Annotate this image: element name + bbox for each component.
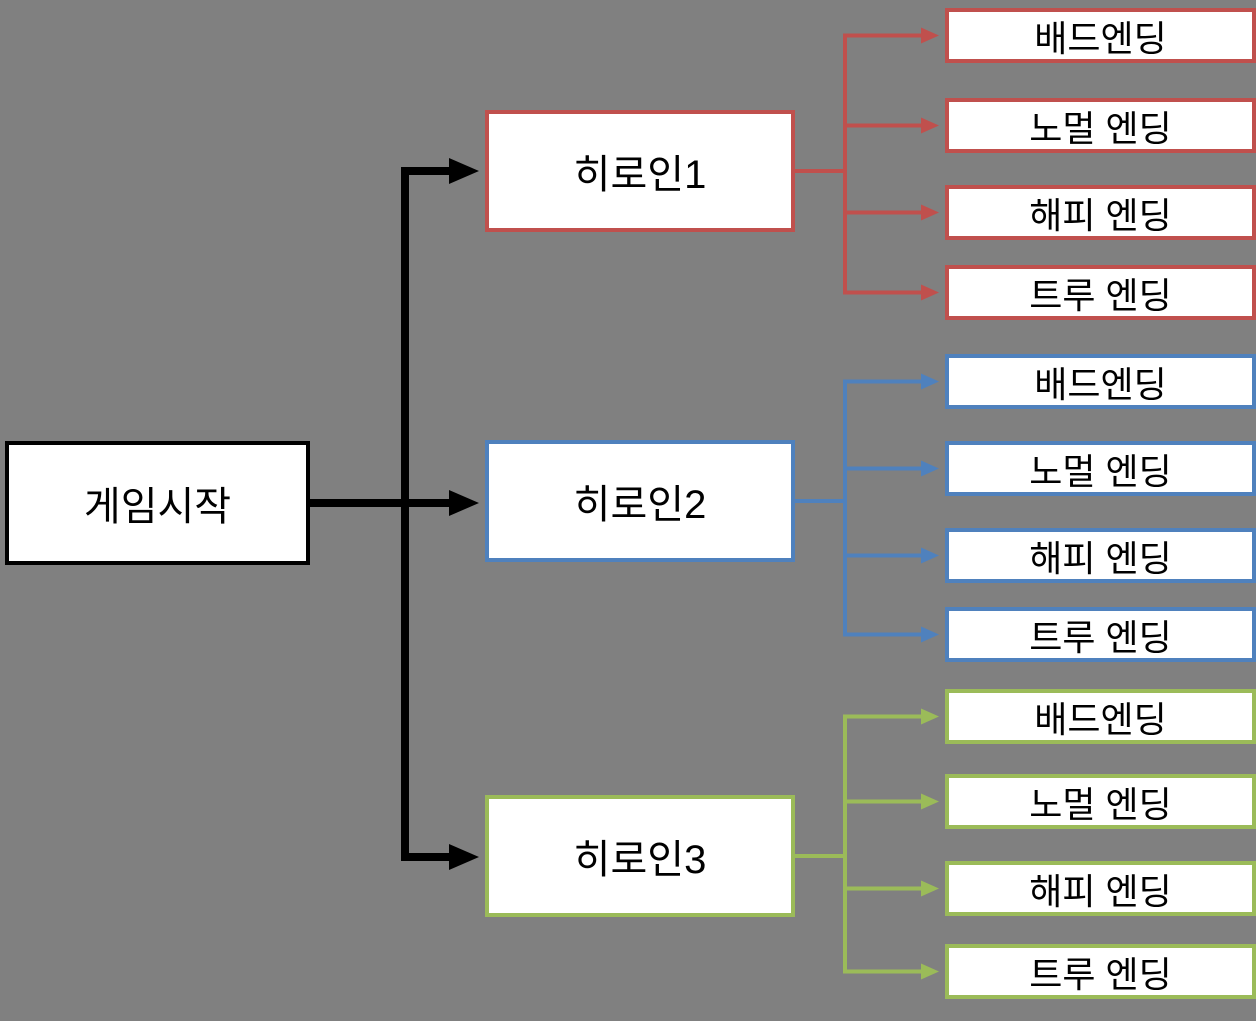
ending-label: 배드엔딩 xyxy=(1034,17,1167,59)
heroine-1-node: 히로인1 xyxy=(485,110,795,232)
heroine-3-node: 히로인3 xyxy=(485,795,795,917)
heroine-1-ending-bad: 배드엔딩 xyxy=(945,8,1256,63)
heroine-2-ending-bad: 배드엔딩 xyxy=(945,354,1256,409)
heroine1-endings-connector xyxy=(793,27,939,301)
ending-label: 배드엔딩 xyxy=(1034,698,1167,740)
heroine-2-ending-normal: 노멀 엔딩 xyxy=(945,441,1256,496)
heroine-2-ending-true: 트루 엔딩 xyxy=(945,607,1256,662)
heroine-1-label: 히로인1 xyxy=(573,153,707,197)
ending-label: 해피 엔딩 xyxy=(1029,194,1172,236)
ending-label: 해피 엔딩 xyxy=(1029,870,1172,912)
heroine-1-ending-true: 트루 엔딩 xyxy=(945,265,1256,320)
start-branch-connector xyxy=(305,158,479,870)
ending-label: 노멀 엔딩 xyxy=(1029,450,1172,492)
start-label: 게임시작 xyxy=(83,485,232,529)
heroine-1-ending-normal: 노멀 엔딩 xyxy=(945,98,1256,153)
heroine-2-node: 히로인2 xyxy=(485,440,795,562)
heroine-2-label: 히로인2 xyxy=(573,483,707,527)
heroine-3-ending-normal: 노멀 엔딩 xyxy=(945,774,1256,829)
heroine-3-ending-bad: 배드엔딩 xyxy=(945,689,1256,744)
ending-label: 해피 엔딩 xyxy=(1029,537,1172,579)
start-node: 게임시작 xyxy=(5,441,310,565)
heroine-1-ending-happy: 해피 엔딩 xyxy=(945,185,1256,240)
ending-label: 노멀 엔딩 xyxy=(1029,783,1172,825)
heroine-3-label: 히로인3 xyxy=(573,838,707,882)
ending-label: 트루 엔딩 xyxy=(1029,274,1172,316)
ending-label: 트루 엔딩 xyxy=(1029,953,1172,995)
heroine-3-ending-happy: 해피 엔딩 xyxy=(945,861,1256,916)
ending-label: 노멀 엔딩 xyxy=(1029,107,1172,149)
ending-label: 배드엔딩 xyxy=(1034,363,1167,405)
heroine2-endings-connector xyxy=(793,373,939,643)
heroine-2-ending-happy: 해피 엔딩 xyxy=(945,528,1256,583)
ending-label: 트루 엔딩 xyxy=(1029,616,1172,658)
heroine-3-ending-true: 트루 엔딩 xyxy=(945,944,1256,999)
heroine3-endings-connector xyxy=(793,708,939,980)
